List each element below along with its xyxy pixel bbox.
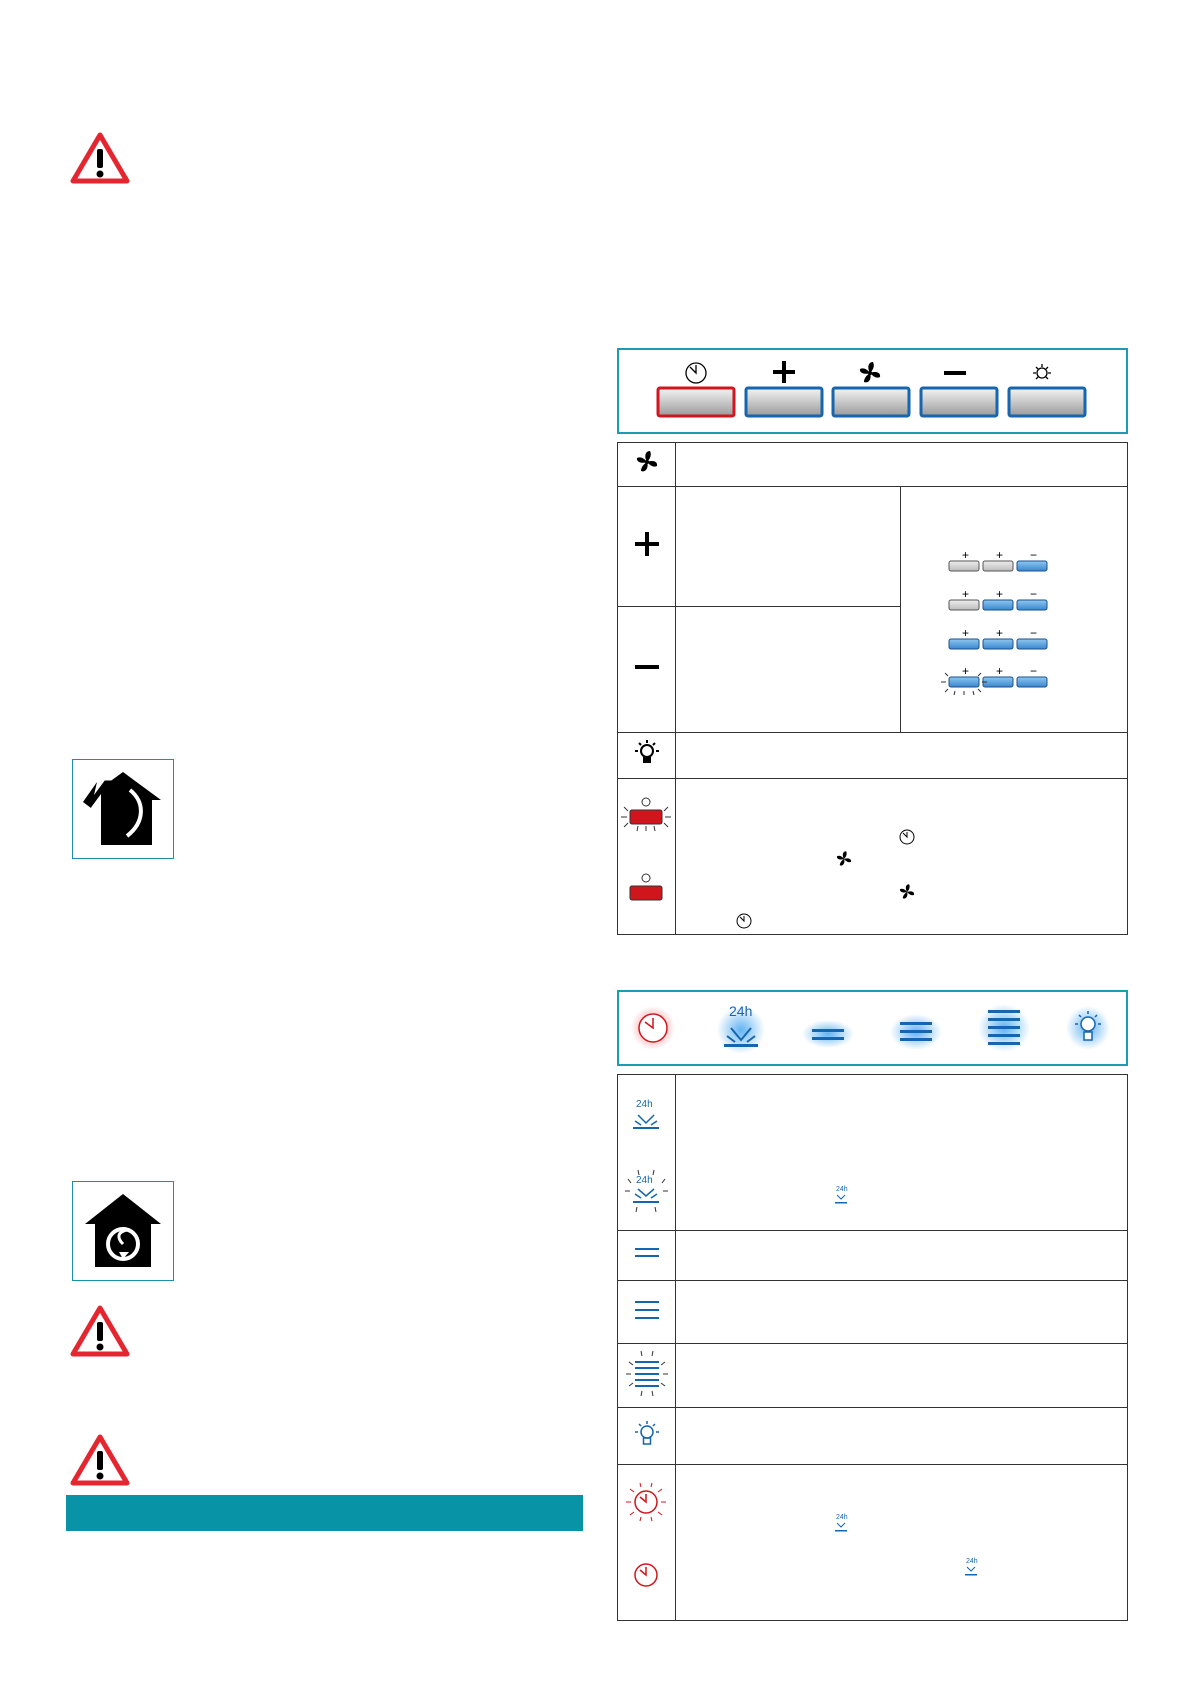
plus-description <box>675 485 901 608</box>
timer-icon <box>685 362 707 384</box>
timer-description <box>675 778 1128 935</box>
speed-1-icon <box>634 1248 659 1257</box>
svg-text:+: + <box>962 626 969 640</box>
light-icon <box>634 740 659 763</box>
timer-button-blinking-icon <box>621 797 671 832</box>
led-function-table: 24h 24h <box>617 1074 1128 1621</box>
led-indicator-panel: 24h <box>617 990 1128 1066</box>
svg-text:24h: 24h <box>636 1099 653 1110</box>
plus-icon <box>634 532 659 557</box>
speed-2-icon <box>634 1300 659 1319</box>
light-icon <box>1033 364 1051 380</box>
speed-level-diagram: + + − + + − + + − + <box>941 548 1048 696</box>
fan-row-icon-cell <box>617 442 676 487</box>
warning-icon-1 <box>70 132 130 189</box>
svg-text:24h: 24h <box>836 1514 848 1521</box>
speed-diagram-cell: + + − + + − + + − + <box>900 486 1128 733</box>
svg-text:+: + <box>996 664 1003 678</box>
timer-led-icon <box>631 1006 675 1050</box>
timer-blinking-icon <box>626 1482 666 1522</box>
light-description <box>675 732 1128 779</box>
recirculation-house-icon <box>72 1181 174 1281</box>
button-function-table: + + − + + − + + − + <box>617 442 1128 935</box>
speed-1-led-icon <box>802 1020 854 1048</box>
plus-icon <box>773 361 795 383</box>
speed-2-led-icon <box>890 1014 942 1050</box>
fan-description <box>675 442 1128 487</box>
minus-icon <box>944 371 966 375</box>
extraction-house-icon <box>72 759 174 859</box>
24h-steady-icon: 24h <box>633 1099 659 1129</box>
svg-text:24h: 24h <box>729 1003 752 1019</box>
fan-icon <box>836 851 852 866</box>
light-led-icon <box>634 1420 659 1445</box>
24h-blinking-icon: 24h <box>625 1169 668 1213</box>
minus-icon <box>634 665 659 670</box>
svg-text:−: − <box>1030 587 1037 601</box>
24h-icon: 24h <box>835 1186 848 1204</box>
svg-text:+: + <box>962 587 969 601</box>
control-panel-buttons <box>617 348 1128 434</box>
speed-3-led-icon <box>978 1004 1030 1052</box>
timer-led-description: 24h 24h <box>675 1464 1128 1621</box>
light-led-icon <box>1066 1006 1110 1050</box>
timer-led-row-icon-cell <box>617 1464 676 1621</box>
timer-icon <box>899 829 915 845</box>
minus-description <box>675 606 901 733</box>
timer-steady-icon <box>634 1563 658 1587</box>
speed-1-description <box>675 1230 1128 1281</box>
warning-icon-2 <box>70 1305 130 1362</box>
svg-text:+: + <box>962 664 969 678</box>
24h-icon: 24h <box>965 1558 978 1576</box>
plus-label: + <box>962 548 969 562</box>
speed-3-blinking-icon <box>625 1350 668 1397</box>
fan-icon <box>636 451 657 472</box>
svg-text:24h: 24h <box>966 1558 978 1565</box>
svg-text:24h: 24h <box>636 1175 653 1186</box>
svg-text:−: − <box>1030 664 1037 678</box>
section-header-bar <box>66 1495 583 1531</box>
fan-icon <box>899 884 915 899</box>
24h-row-icon-cell: 24h 24h <box>617 1074 676 1231</box>
timer-button-cell <box>617 778 676 935</box>
24h-led-icon: 24h <box>717 1003 765 1054</box>
timer-button-steady-icon <box>629 873 663 901</box>
speed-2-description <box>675 1280 1128 1344</box>
timer-icon <box>736 913 752 929</box>
svg-text:+: + <box>996 626 1003 640</box>
fan-icon <box>859 362 881 383</box>
svg-text:24h: 24h <box>836 1186 848 1193</box>
24h-description: 24h <box>675 1074 1128 1231</box>
plus-label: + <box>996 548 1003 562</box>
24h-icon: 24h <box>835 1514 848 1532</box>
warning-icon-3 <box>70 1434 130 1491</box>
light-led-description <box>675 1407 1128 1465</box>
speed-3-description <box>675 1343 1128 1408</box>
svg-text:−: − <box>1030 626 1037 640</box>
svg-text:+: + <box>996 587 1003 601</box>
minus-label: − <box>1030 548 1037 562</box>
